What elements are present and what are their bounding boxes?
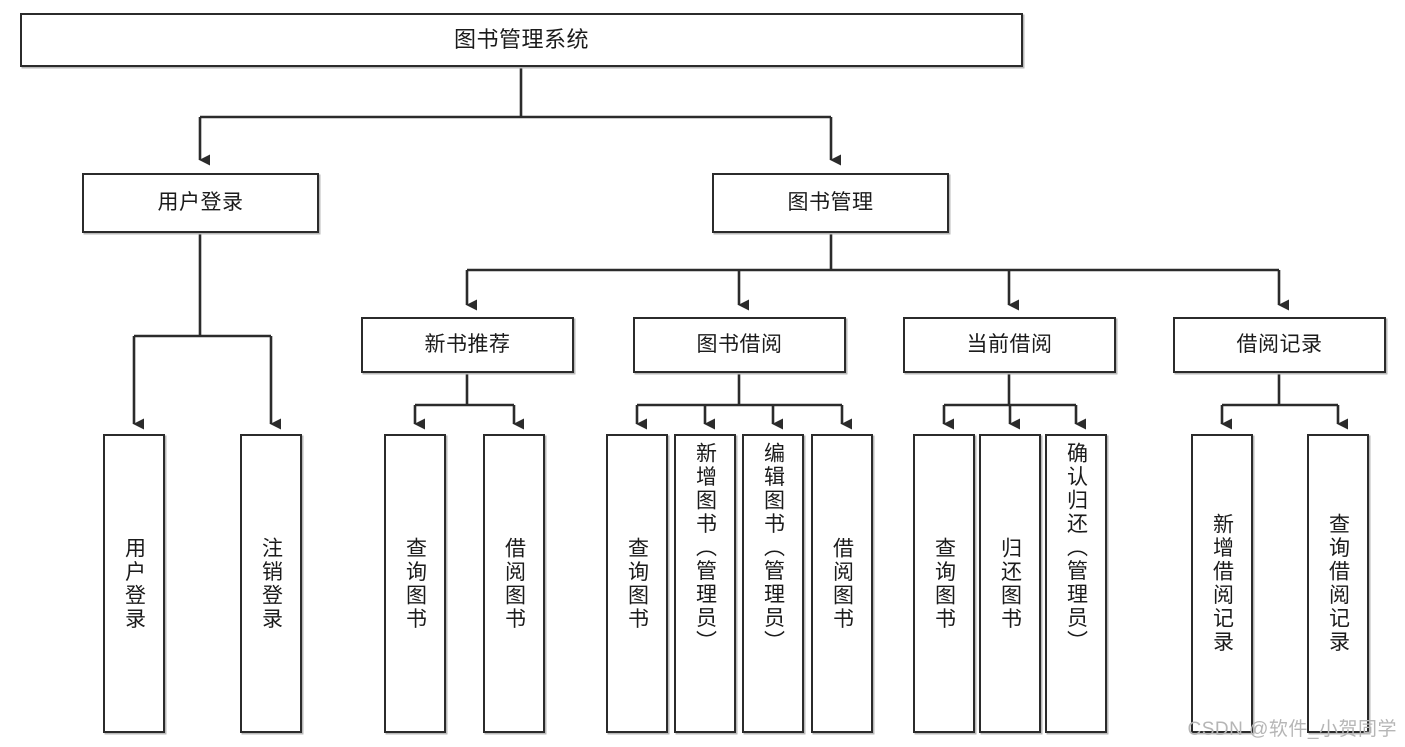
leaf-add-record[interactable]: 新增借阅记录 (1191, 434, 1253, 733)
leaf-query-book-2[interactable]: 查询图书 (606, 434, 668, 733)
node-book-borrow-label: 图书借阅 (696, 332, 783, 356)
leaf-user-login[interactable]: 用户登录 (103, 434, 165, 733)
leaf-user-logout[interactable]: 注销登录 (240, 434, 302, 733)
leaf-query-book-3[interactable]: 查询图书 (913, 434, 975, 733)
leaf-confirm-return[interactable]: 确认归还（管理员） (1045, 434, 1107, 733)
leaf-query-book-3-label: 查询图书 (932, 536, 956, 631)
node-user-login-label: 用户登录 (157, 190, 244, 214)
leaf-edit-book[interactable]: 编辑图书（管理员） (742, 434, 804, 733)
csdn-watermark: CSDN @软件_小贺同学 (1187, 719, 1397, 740)
node-user-login[interactable]: 用户登录 (82, 173, 319, 233)
leaf-query-record-label: 查询借阅记录 (1326, 513, 1350, 654)
leaf-add-book[interactable]: 新增图书（管理员） (674, 434, 736, 733)
leaf-confirm-return-label: 确认归还（管理员） (1064, 442, 1088, 654)
leaf-add-book-label: 新增图书（管理员） (693, 442, 717, 654)
leaf-user-login-label: 用户登录 (122, 536, 146, 631)
node-root-label: 图书管理系统 (453, 27, 589, 53)
node-book-borrow[interactable]: 图书借阅 (633, 317, 846, 373)
leaf-query-book-1-label: 查询图书 (403, 536, 427, 631)
leaf-query-record[interactable]: 查询借阅记录 (1307, 434, 1369, 733)
node-root[interactable]: 图书管理系统 (20, 13, 1023, 67)
node-new-book-rec-label: 新书推荐 (424, 332, 511, 356)
node-current-borrow-label: 当前借阅 (966, 332, 1053, 356)
node-book-manage[interactable]: 图书管理 (712, 173, 949, 233)
leaf-borrow-book-1[interactable]: 借阅图书 (483, 434, 545, 733)
leaf-add-record-label: 新增借阅记录 (1210, 513, 1234, 654)
leaf-return-book[interactable]: 归还图书 (979, 434, 1041, 733)
node-book-manage-label: 图书管理 (787, 190, 874, 214)
node-borrow-record[interactable]: 借阅记录 (1173, 317, 1386, 373)
leaf-user-logout-label: 注销登录 (259, 536, 283, 631)
leaf-borrow-book-2[interactable]: 借阅图书 (811, 434, 873, 733)
leaf-edit-book-label: 编辑图书（管理员） (761, 442, 785, 654)
leaf-return-book-label: 归还图书 (998, 536, 1022, 631)
leaf-borrow-book-1-label: 借阅图书 (502, 536, 526, 631)
leaf-borrow-book-2-label: 借阅图书 (830, 536, 854, 631)
leaf-query-book-1[interactable]: 查询图书 (384, 434, 446, 733)
node-borrow-record-label: 借阅记录 (1236, 332, 1323, 356)
leaf-query-book-2-label: 查询图书 (625, 536, 649, 631)
node-new-book-rec[interactable]: 新书推荐 (361, 317, 574, 373)
node-current-borrow[interactable]: 当前借阅 (903, 317, 1116, 373)
